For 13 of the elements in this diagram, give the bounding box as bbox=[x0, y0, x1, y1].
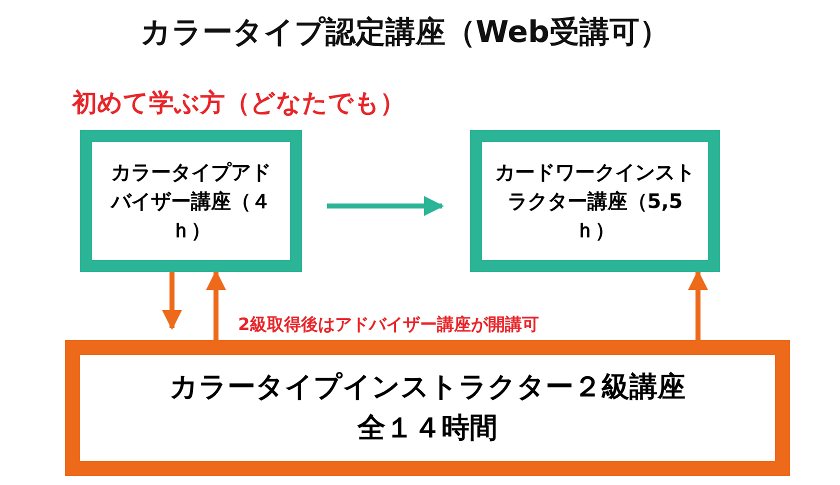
course-name: カードワークインストラクター講座（5,5ｈ） bbox=[494, 158, 696, 244]
arrow bbox=[327, 196, 444, 216]
arrow bbox=[688, 270, 708, 340]
title: カラータイプ認定講座（Web受講可） bbox=[140, 14, 670, 52]
course-name: カラータイプインストラクター２級講座 bbox=[170, 369, 686, 406]
note-text: 2級取得後はアドバイザー講座が開講可 bbox=[236, 313, 541, 336]
course-name: カラータイプアドバイザー講座（４ｈ） bbox=[109, 158, 272, 244]
course-box bbox=[65, 340, 790, 476]
course-box bbox=[80, 130, 302, 272]
arrow bbox=[206, 270, 226, 340]
course-hours: 全１４時間 bbox=[358, 410, 498, 446]
arrow bbox=[162, 272, 182, 330]
course-box bbox=[470, 130, 720, 272]
